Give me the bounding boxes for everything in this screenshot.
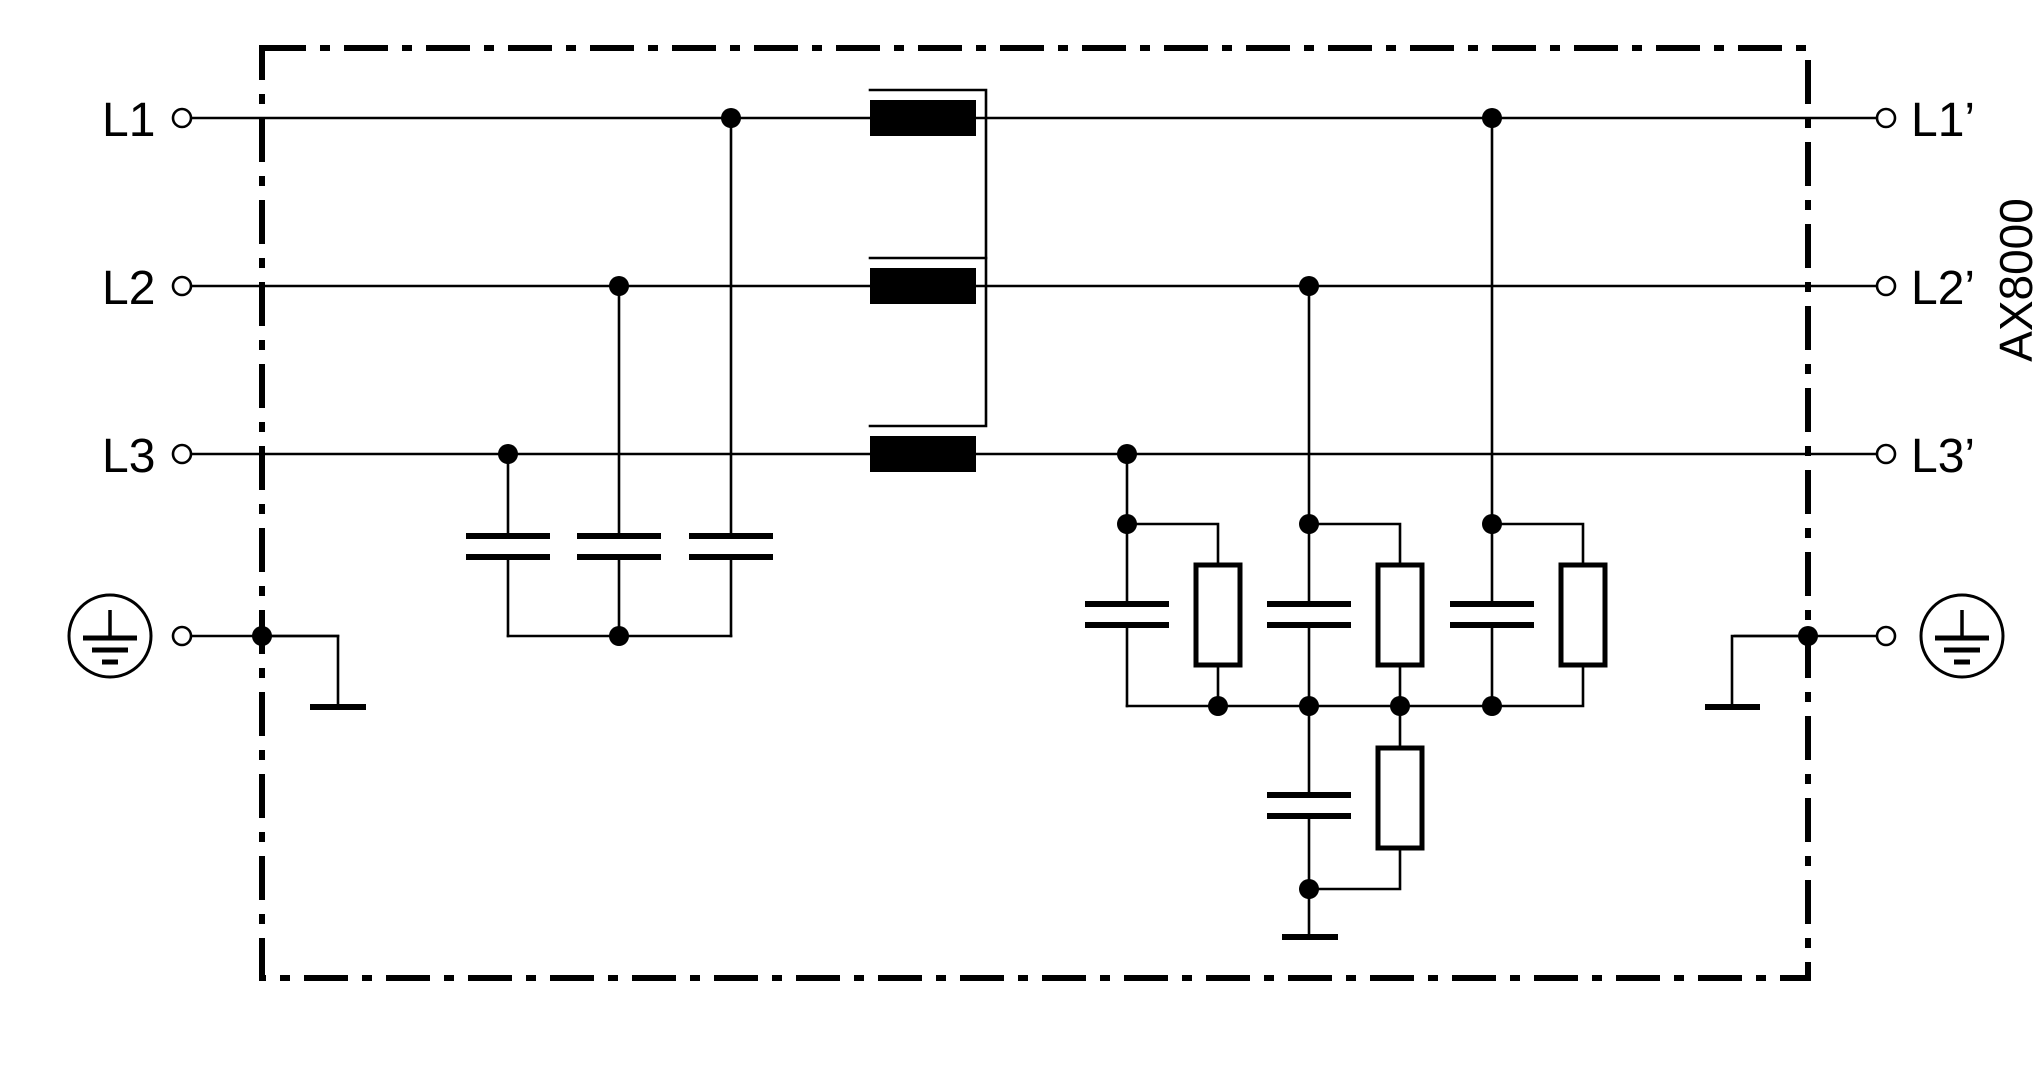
capacitor-c5 — [1267, 601, 1351, 628]
output-rc-network — [1085, 116, 1608, 938]
device-label: AX8000 — [1990, 198, 2042, 362]
common-mode-choke — [868, 88, 988, 472]
label-l2-in: L2 — [102, 262, 155, 315]
terminal-l1-in — [171, 107, 193, 129]
phase-lines — [188, 116, 1878, 638]
filter-enclosure — [259, 45, 1811, 981]
terminal-pe-in — [171, 625, 193, 647]
resistor-r1 — [1193, 562, 1243, 668]
capacitor-c4 — [1085, 601, 1169, 628]
label-l2-out: L2’ — [1911, 262, 1975, 315]
resistor-r4 — [1375, 745, 1425, 851]
terminal-l3-in — [171, 443, 193, 465]
label-l3-out: L3’ — [1911, 430, 1975, 483]
resistor-r3 — [1558, 562, 1608, 668]
junction-dots — [252, 108, 1818, 899]
capacitor-c1 — [466, 533, 550, 560]
protective-earth-icon — [1919, 593, 2005, 679]
resistor-r2 — [1375, 562, 1425, 668]
terminal-labels: L1 L2 L3 L1’ L2’ L3’ — [102, 94, 1975, 483]
terminal-l1-out — [1875, 107, 1897, 129]
capacitor-c7 — [1267, 792, 1351, 819]
ground-connections — [260, 634, 1810, 940]
label-l1-out: L1’ — [1911, 94, 1975, 147]
label-l3-in: L3 — [102, 430, 155, 483]
protective-earth-icon — [67, 593, 153, 679]
terminals — [171, 107, 1897, 647]
terminal-l2-in — [171, 275, 193, 297]
label-l1-in: L1 — [102, 94, 155, 147]
capacitor-c3 — [689, 533, 773, 560]
choke-winding-l3 — [870, 436, 976, 472]
terminal-pe-out — [1875, 625, 1897, 647]
choke-winding-l1 — [870, 100, 976, 136]
choke-winding-l2 — [870, 268, 976, 304]
capacitor-c6 — [1450, 601, 1534, 628]
terminal-l3-out — [1875, 443, 1897, 465]
capacitor-c2 — [577, 533, 661, 560]
input-capacitor-network — [466, 116, 773, 638]
terminal-l2-out — [1875, 275, 1897, 297]
